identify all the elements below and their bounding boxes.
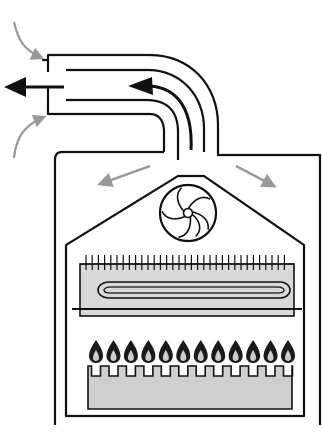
fan-icon bbox=[158, 183, 218, 243]
flame-core bbox=[127, 350, 134, 361]
flame-core bbox=[267, 350, 274, 361]
exhaust-arrow-inner bbox=[128, 77, 193, 151]
flame-core bbox=[110, 350, 117, 361]
flame-core bbox=[232, 350, 239, 361]
flame-core bbox=[250, 350, 257, 361]
flame-core bbox=[180, 350, 187, 361]
flue-pipe bbox=[42, 53, 322, 425]
air-flow-arrow-right bbox=[235, 164, 277, 188]
exhaust-arrow-outlet bbox=[4, 77, 64, 97]
air-intake-arrow-bottom bbox=[12, 114, 47, 159]
air-flow-arrow-left bbox=[97, 164, 151, 187]
flame-core bbox=[285, 350, 291, 361]
air-intake-arrows bbox=[12, 21, 47, 159]
flames bbox=[89, 340, 295, 363]
flame-core bbox=[215, 350, 222, 361]
burner bbox=[87, 365, 294, 410]
flame-core bbox=[93, 350, 99, 361]
flame-core bbox=[162, 350, 169, 361]
air-flow-arrows bbox=[97, 164, 277, 188]
heat-exchanger bbox=[72, 255, 302, 317]
air-intake-arrow-top bbox=[12, 21, 45, 60]
flame-core bbox=[197, 350, 204, 361]
flame-core bbox=[145, 350, 152, 361]
